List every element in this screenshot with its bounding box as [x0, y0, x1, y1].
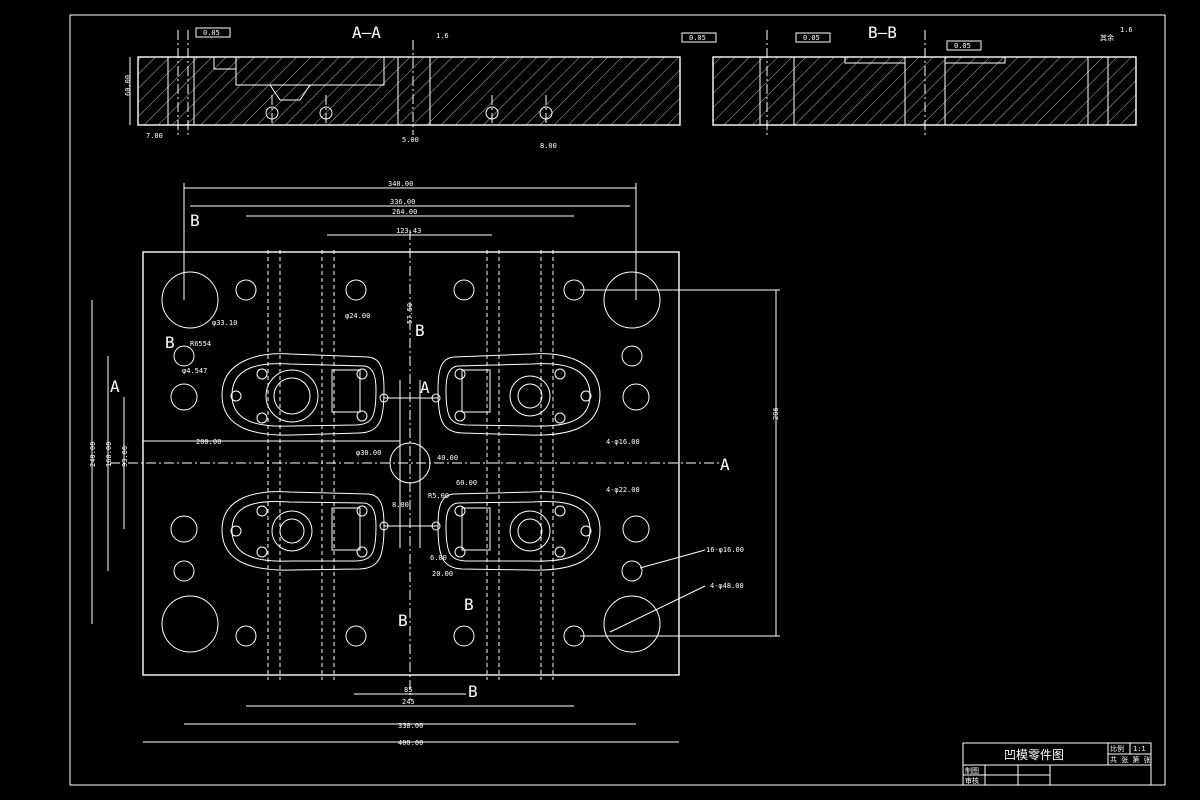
marker-b-center: B — [415, 321, 425, 340]
sheet-label: 共 张 第 张 — [1110, 755, 1151, 764]
other-finish-label: 其余 — [1100, 33, 1114, 42]
tol-frame-b1: 0.05 — [803, 34, 820, 42]
marker-b-bottom-right: B — [464, 595, 474, 614]
callout-holes-48: 4-φ48.00 — [710, 582, 744, 590]
dim-160: 160.00 — [105, 442, 113, 467]
section-bb-label: B—B — [868, 23, 897, 42]
cavity-bottom-right — [437, 491, 601, 571]
section-aa-view: A—A 0.05 0.05 60.00 7.00 5.00 8.00 1.6 — [124, 23, 717, 150]
callout-d8: 8.00 — [392, 501, 409, 509]
sprue-runner — [379, 380, 441, 548]
drawing-title: 凹模零件图 — [1004, 748, 1064, 762]
marker-b-bottom: B — [398, 611, 408, 630]
callout-d6: 6.00 — [430, 554, 447, 562]
callout-r5: R5.00 — [428, 492, 449, 500]
marker-b-bottom2: B — [468, 682, 478, 701]
dim-200: 200.00 — [196, 438, 221, 446]
dim-400: 400.00 — [398, 739, 423, 747]
dim-85: 85 — [404, 686, 412, 694]
dim-340: 340.00 — [388, 180, 413, 188]
callout-holes-16b: 16-φ16.00 — [706, 546, 744, 554]
dim-264: 264.00 — [392, 208, 417, 216]
callout-6554: R6554 — [190, 340, 211, 348]
sheet-border — [69, 14, 1166, 786]
cavity-bottom-left — [221, 491, 385, 571]
tol-frame-b2: 0.05 — [954, 42, 971, 50]
drawn-by-label: 制图 — [965, 766, 979, 775]
callout-d57: 57.50 — [406, 303, 414, 324]
tol-frame-a1: 0.05 — [203, 29, 220, 37]
marker-a-right: A — [720, 455, 730, 474]
surface-finish-a: 1.6 — [436, 32, 449, 40]
callout-d40: 40.00 — [437, 454, 458, 462]
dim-245: 245 — [402, 698, 415, 706]
dim-93: 93.00 — [121, 446, 129, 467]
dim-height-60: 60.00 — [124, 75, 132, 96]
scale-label: 比例 — [1110, 744, 1124, 753]
dim-336: 336.00 — [390, 198, 415, 206]
callout-holes-22: 4-φ22.00 — [606, 486, 640, 494]
section-aa-label: A—A — [352, 23, 381, 42]
marker-b-top: B — [190, 211, 200, 230]
tol-frame-a2: 0.05 — [689, 34, 706, 42]
marker-a-center: A — [420, 378, 430, 397]
marker-b-left: B — [165, 333, 175, 352]
cavity-top-right — [437, 353, 601, 436]
side-dimensions: 240.00 160.00 93.00 296 200.00 — [89, 289, 780, 637]
marker-a-left: A — [110, 377, 120, 396]
screw-holes — [170, 279, 650, 647]
section-markers: B B A A A B B B B — [110, 211, 730, 701]
scale-value: 1:1 — [1133, 745, 1146, 753]
title-block: 凹模零件图 比例 1:1 共 张 第 张 制图 审核 — [962, 742, 1152, 786]
dim-296: 296 — [772, 407, 780, 420]
cavity-top-left — [221, 353, 385, 436]
callout-d60: 60.00 — [456, 479, 477, 487]
callout-3310: φ33.10 — [212, 319, 237, 327]
checked-by-label: 审核 — [965, 776, 979, 785]
callout-holes-16: 4-φ16.00 — [606, 438, 640, 446]
callout-4547: φ4.547 — [182, 367, 207, 375]
bottom-dimensions: 85 245 330.00 400.00 — [143, 686, 679, 747]
dim-123: 123.43 — [396, 227, 421, 235]
callout-d30: φ30.00 — [356, 449, 381, 457]
section-bb-view: B—B 0.05 0.05 其余 1.6 — [712, 23, 1137, 135]
callouts: φ30.00 R5.00 60.00 40.00 20.00 6.00 8.00… — [182, 303, 744, 633]
dim-330: 330.00 — [398, 722, 423, 730]
callout-d20: 20.00 — [432, 570, 453, 578]
surface-finish-b: 1.6 — [1120, 26, 1133, 34]
dim-step-5: 5.00 — [402, 136, 419, 144]
callout-d24: φ24.00 — [345, 312, 370, 320]
top-dimensions: 340.00 336.00 264.00 123.43 — [183, 180, 637, 300]
dim-240: 240.00 — [89, 442, 97, 467]
dim-hole-8: 8.00 — [540, 142, 557, 150]
dim-offset-7: 7.00 — [146, 132, 163, 140]
plan-view: 340.00 336.00 264.00 123.43 85 245 330.0… — [89, 180, 780, 747]
